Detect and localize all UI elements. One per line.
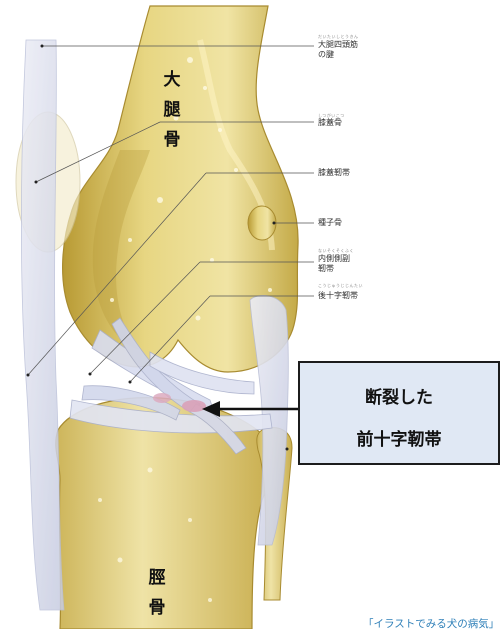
callout-line-1: 断裂した — [300, 383, 498, 408]
label-quad-tendon: 大腿四頭筋 の腱 — [318, 40, 358, 60]
torn-acl-callout: 断裂した 前十字靭帯 — [298, 361, 500, 465]
label-fabella: 種子骨 — [318, 218, 342, 228]
fabella-bone — [248, 206, 276, 240]
label-mcl: 内側側副 靭帯 — [318, 254, 350, 274]
label-patellar-ligament: 膝蓋靭帯 — [318, 168, 350, 178]
label-pcl: 後十字靭帯 — [318, 291, 358, 301]
tibia-label: 脛 骨 — [145, 570, 169, 617]
source-caption: 「イラストでみる犬の病気」 — [363, 616, 502, 629]
callout-line-2: 前十字靭帯 — [300, 425, 498, 450]
femur-label: 大 腿 骨 — [160, 72, 184, 149]
label-patella: 膝蓋骨 — [318, 118, 342, 128]
